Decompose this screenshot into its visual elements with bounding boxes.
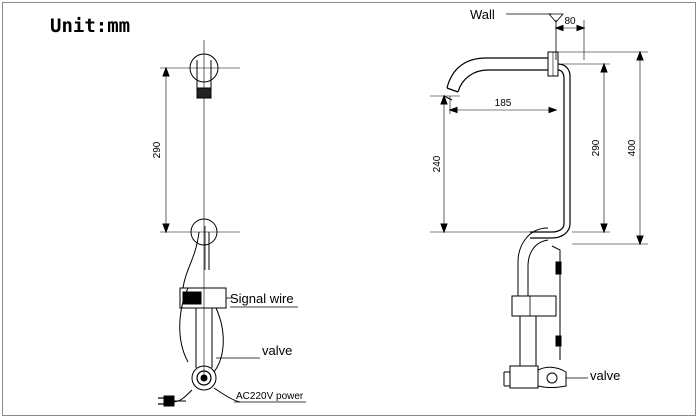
front-valve-label: valve: [262, 343, 292, 358]
front-view: [158, 40, 260, 407]
side-spout-upper: [446, 57, 548, 89]
spout-reach-dimension: 185: [495, 98, 512, 109]
wall-offset-dimension: 80: [564, 16, 576, 27]
side-valve-label: valve: [590, 368, 620, 383]
front-sensor-window: [182, 291, 202, 305]
units-title: Unit:mm: [50, 15, 130, 37]
ac-power-label: AC220V power: [236, 391, 304, 402]
side-view: [430, 13, 648, 389]
signal-wire-label: Signal wire: [230, 291, 294, 306]
spout-drop-dimension: 240: [432, 155, 443, 172]
front-height-dimension: 290: [152, 141, 163, 158]
side-sensor-box: [511, 295, 557, 317]
front-spout-aerator: [196, 87, 212, 99]
side-valve-body: [509, 365, 539, 389]
side-spout-tip: [443, 95, 453, 101]
front-lower-flange: [190, 218, 218, 246]
total-height-dimension: 400: [627, 139, 638, 156]
side-height-dimension: 290: [591, 139, 602, 156]
front-valve-body: [191, 365, 217, 391]
side-spout-lower: [457, 69, 548, 93]
wall-marker: [548, 13, 564, 23]
wall-label: Wall: [470, 7, 495, 22]
power-plug: [163, 395, 175, 407]
side-valve-handle: [537, 366, 567, 388]
drawing-border: [2, 2, 696, 416]
